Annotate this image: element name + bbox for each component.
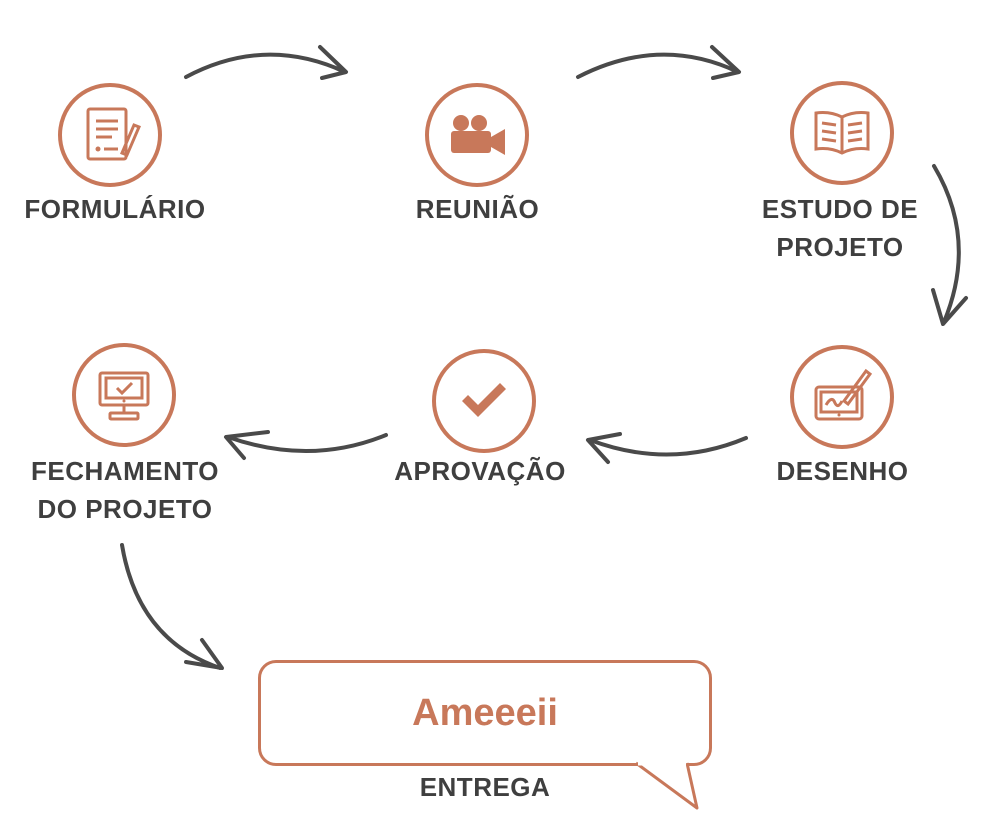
arrow-head xyxy=(318,45,348,80)
arrow-head xyxy=(931,288,968,326)
step-formulario-circle xyxy=(58,83,162,187)
step-aprovacao-label: APROVAÇÃO xyxy=(394,456,566,486)
step-fechamento-label-line2: DO PROJETO xyxy=(37,494,213,524)
arrow-fechamento-to-entrega xyxy=(120,543,222,670)
arrow-desenho-to-aprovacao xyxy=(588,436,748,457)
step-fechamento-label-line1: FECHAMENTO xyxy=(31,456,219,486)
delivery-label: ENTREGA xyxy=(419,772,551,802)
step-desenho-circle xyxy=(790,345,894,449)
delivery-bubble-text: Ameeeii xyxy=(412,691,558,734)
delivery-speech-bubble: Ameeeii xyxy=(258,660,712,766)
step-reuniao-circle xyxy=(425,83,529,187)
video-camera-icon xyxy=(451,115,505,155)
arrow-formulario-to-reuniao xyxy=(184,52,347,79)
arrow-reuniao-to-estudo xyxy=(576,52,740,79)
monitor-check-icon xyxy=(98,371,150,421)
drawing-tablet-icon xyxy=(814,368,873,421)
arrow-head xyxy=(224,430,270,460)
checkmark-icon xyxy=(462,383,506,417)
step-aprovacao-circle xyxy=(432,349,536,453)
form-icon xyxy=(86,107,141,161)
step-fechamento-circle xyxy=(72,343,176,447)
open-book-icon xyxy=(814,111,870,155)
arrow-estudo-to-desenho xyxy=(932,164,961,324)
step-estudo-circle xyxy=(790,81,894,185)
step-estudo-label-line1: ESTUDO DE xyxy=(761,194,919,224)
step-reuniao-label: REUNIÃO xyxy=(415,194,540,224)
step-desenho-label: DESENHO xyxy=(776,456,909,486)
arrow-head xyxy=(184,638,224,670)
arrow-head xyxy=(586,432,622,464)
arrow-aprovacao-to-fechamento xyxy=(226,433,388,453)
arrow-head xyxy=(710,45,741,80)
step-formulario-label: FORMULÁRIO xyxy=(24,194,206,224)
step-estudo-label-line2: PROJETO xyxy=(776,232,904,262)
